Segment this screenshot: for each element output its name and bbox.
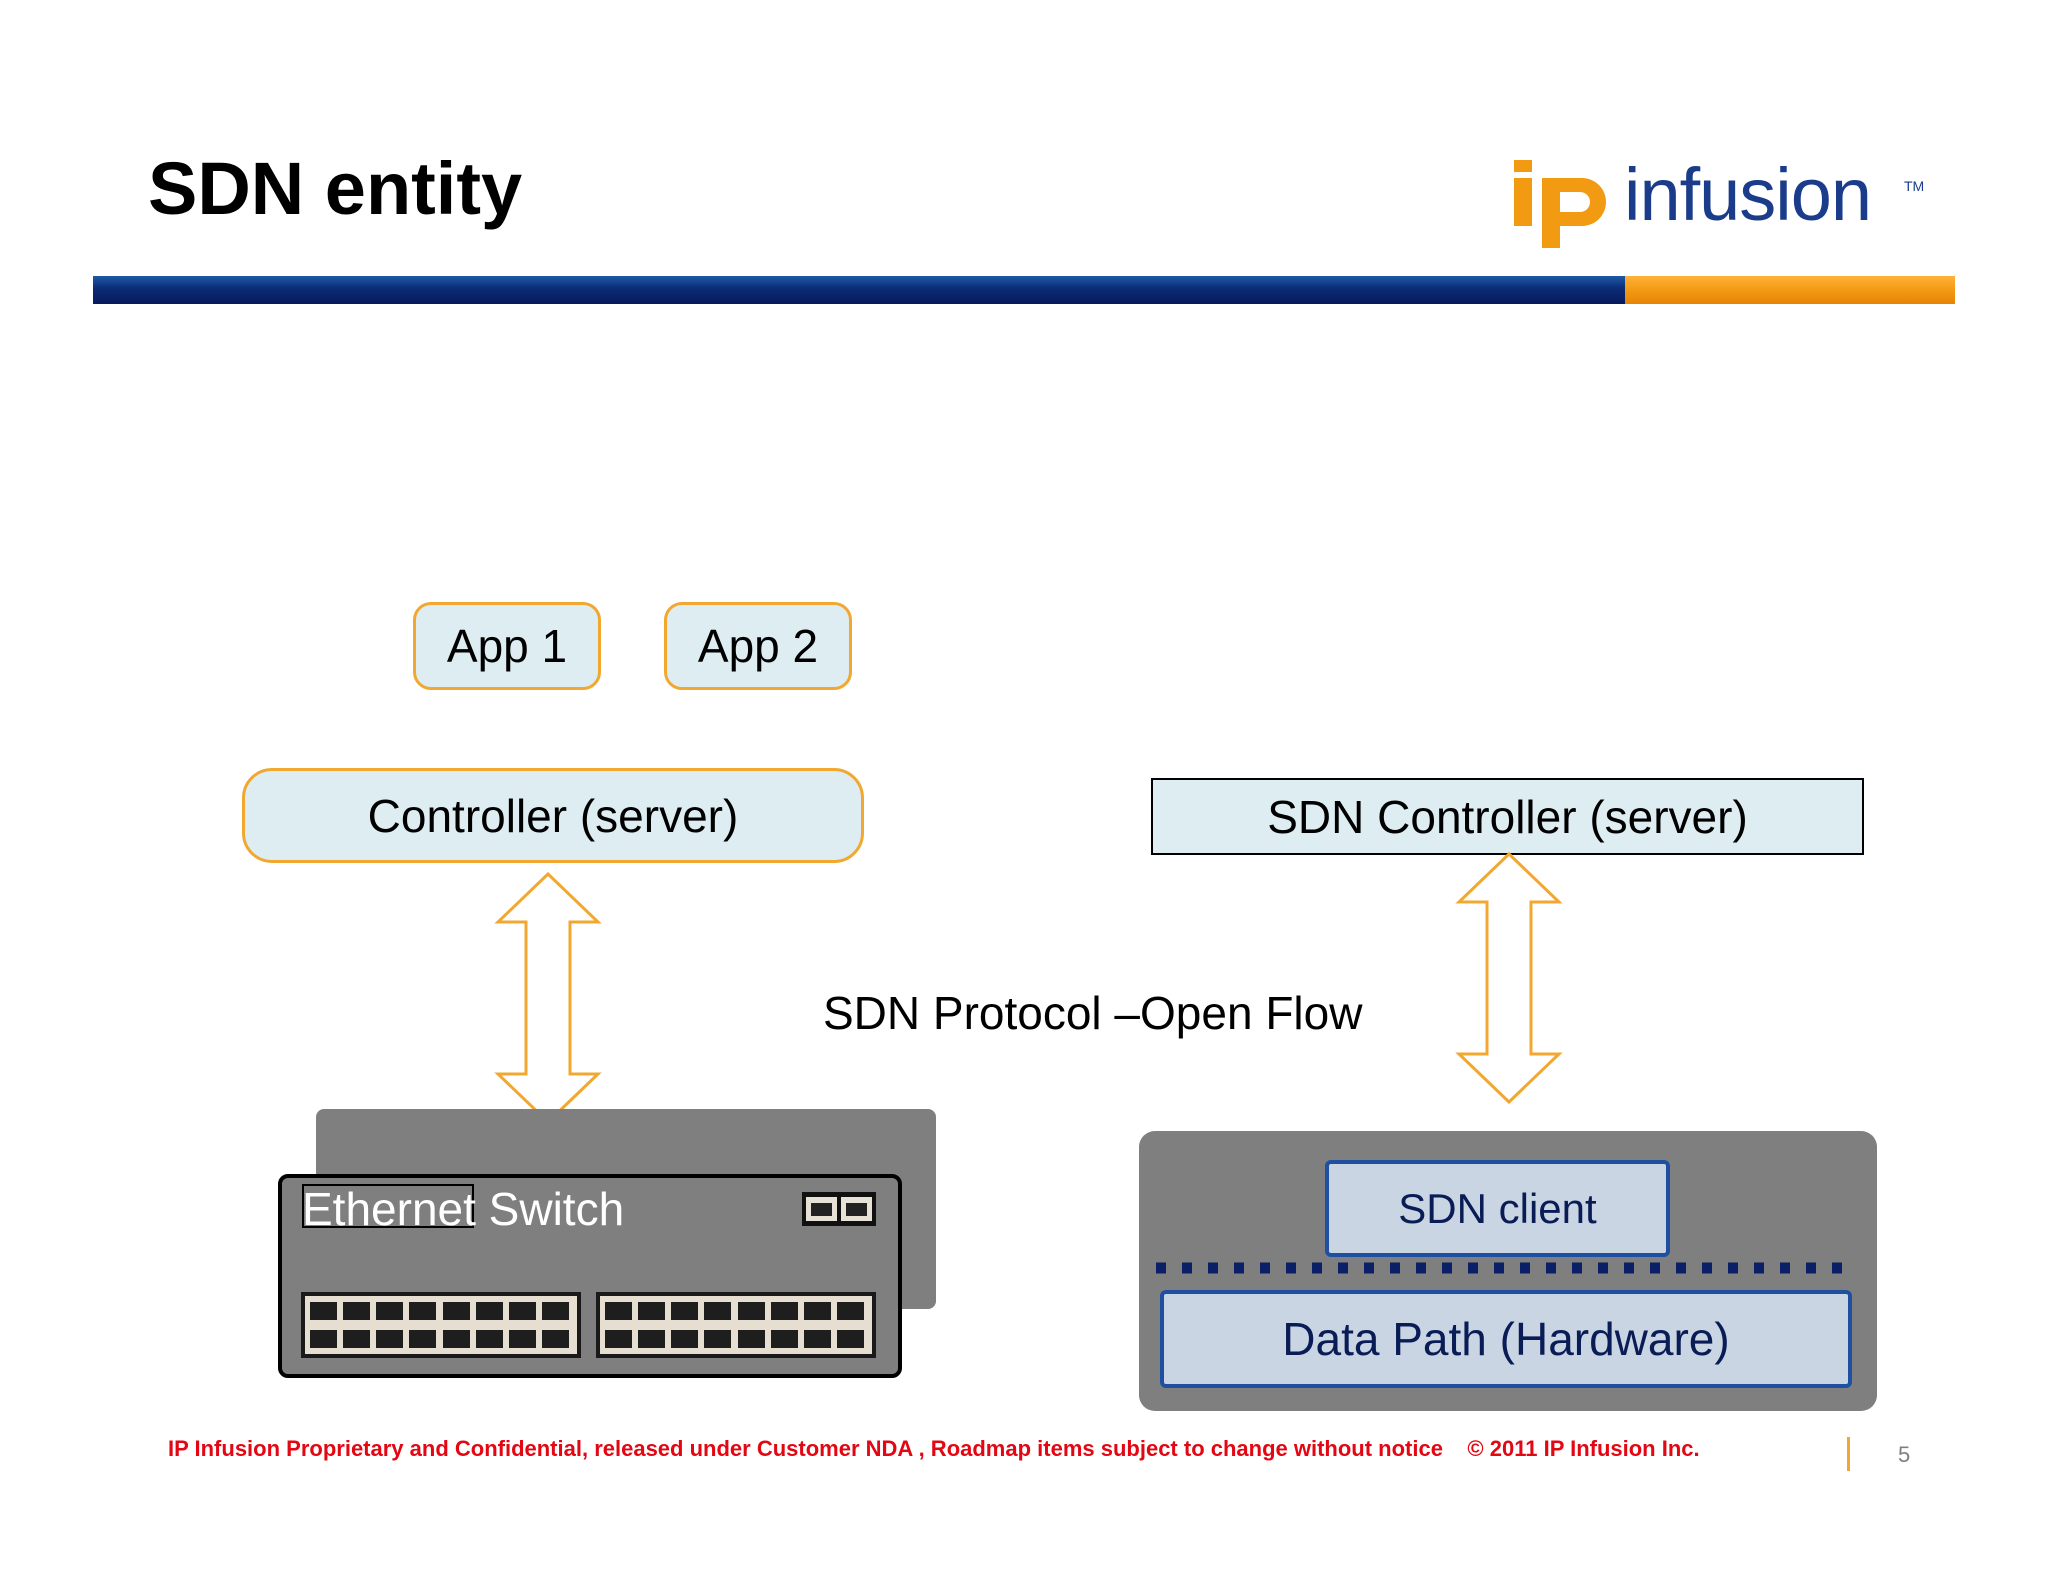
uplink-ports-icon	[802, 1192, 876, 1226]
ip-infusion-logo: infusion TM	[1510, 150, 1930, 250]
logo-trademark: TM	[1904, 178, 1925, 194]
controller-box: Controller (server)	[242, 768, 864, 863]
sdn-client-box: SDN client	[1325, 1160, 1670, 1257]
footer-notice: IP Infusion Proprietary and Confidential…	[168, 1436, 1700, 1461]
left-double-arrow-icon	[494, 871, 602, 1125]
app-2-box: App 2	[664, 602, 852, 690]
port-bank-right-icon	[596, 1292, 876, 1358]
page-number: 5	[1898, 1442, 1911, 1467]
logo-wordmark: infusion	[1624, 153, 1872, 236]
dotted-separator	[1156, 1262, 1858, 1274]
header-band-blue	[93, 276, 1625, 304]
header-band-orange	[1625, 276, 1955, 304]
app-1-box: App 1	[413, 602, 601, 690]
ip-logo-mark	[1514, 160, 1606, 248]
header-band	[93, 276, 1955, 304]
switch-label-frame	[302, 1184, 474, 1228]
ethernet-switch-label: Ethernet Switch	[302, 1183, 625, 1235]
port-bank-left-icon	[301, 1292, 581, 1358]
slide-title: SDN entity	[148, 147, 523, 230]
right-double-arrow-icon	[1455, 851, 1563, 1105]
protocol-label: SDN Protocol –Open Flow	[823, 987, 1363, 1039]
data-path-box: Data Path (Hardware)	[1160, 1290, 1852, 1388]
footer-separator	[1847, 1437, 1850, 1471]
sdn-controller-box: SDN Controller (server)	[1151, 778, 1864, 855]
